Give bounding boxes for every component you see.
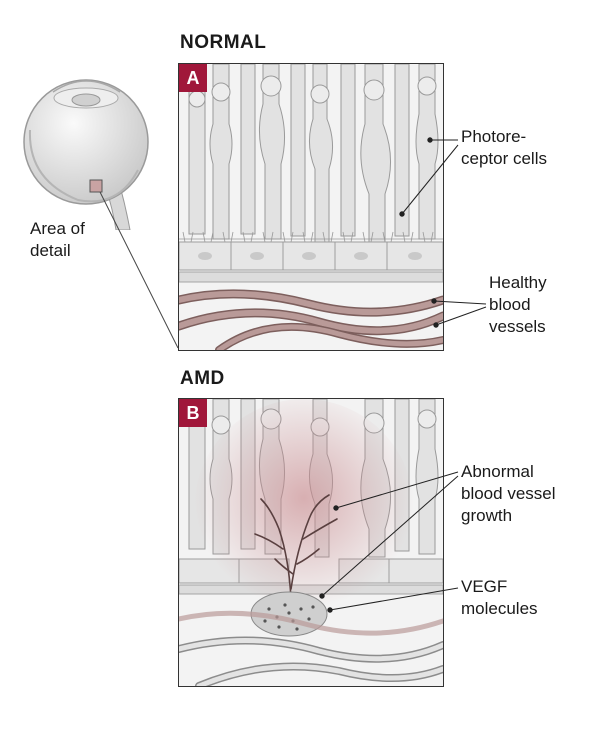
area-label-line2: detail	[30, 241, 71, 260]
vegf-label-line1: VEGF	[461, 577, 508, 596]
vegf-label-line2: molecules	[461, 599, 538, 618]
photoreceptor-label-line2: ceptor cells	[461, 149, 547, 168]
panel-amd: B	[178, 398, 444, 687]
vessels-label-line3: vessels	[489, 317, 546, 336]
abnormal-label-line1: Abnormal	[461, 462, 534, 481]
area-label-line1: Area of	[30, 219, 85, 238]
normal-retina-illustration	[179, 64, 443, 350]
vegf-label: VEGF molecules	[461, 576, 538, 620]
amd-retina-illustration	[179, 399, 443, 686]
area-of-detail-label: Area of detail	[30, 218, 85, 262]
eye-illustration	[8, 70, 183, 230]
vessels-label-line2: blood	[489, 295, 531, 314]
badge-a: A	[179, 64, 207, 92]
abnormal-growth-label: Abnormal blood vessel growth	[461, 461, 556, 527]
amd-heading: AMD	[180, 368, 225, 389]
healthy-vessels-label: Healthy blood vessels	[489, 272, 547, 338]
photoreceptor-label-line1: Photore-	[461, 127, 527, 146]
detail-box	[89, 179, 103, 193]
badge-b: B	[179, 399, 207, 427]
eye-diagram	[23, 79, 149, 230]
vessels-label-line1: Healthy	[489, 273, 547, 292]
abnormal-label-line2: blood vessel	[461, 484, 556, 503]
normal-heading: NORMAL	[180, 32, 267, 53]
abnormal-label-line3: growth	[461, 506, 513, 525]
panel-normal: A	[178, 63, 444, 351]
photoreceptor-label: Photore- ceptor cells	[461, 126, 547, 170]
